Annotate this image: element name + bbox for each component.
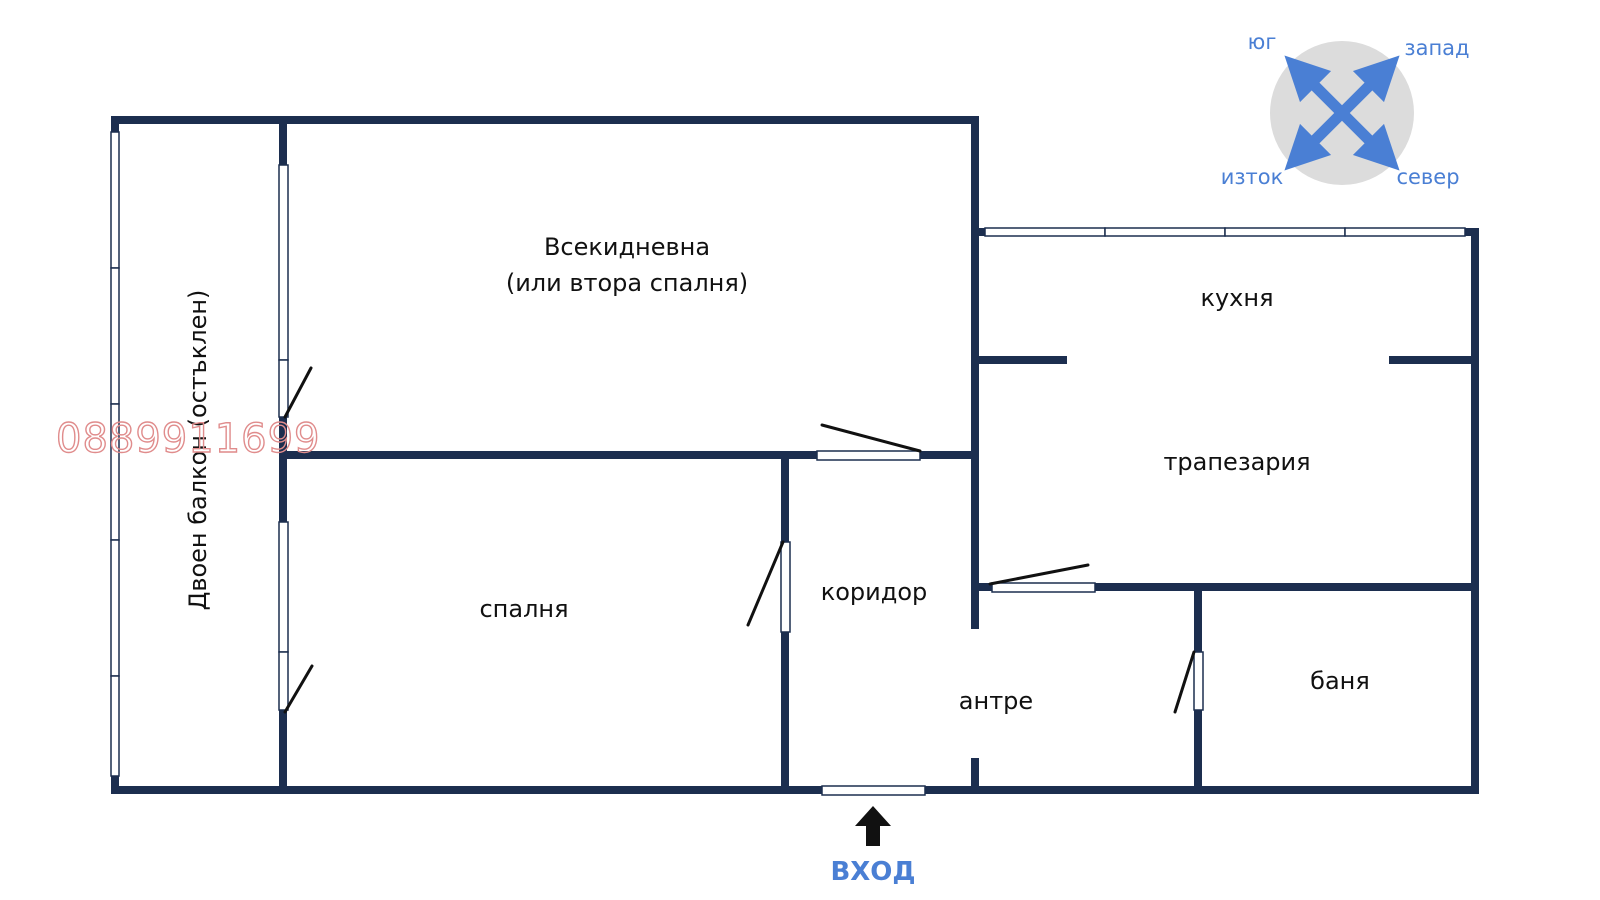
window [1104,227,1226,237]
compass-west-label: запад [1404,36,1469,60]
door-bedroom [780,541,791,633]
compass: юг запад изток север [1221,30,1470,189]
door-swing-bedroom [746,540,785,627]
window [110,131,120,269]
dining-label: трапезария [1163,448,1310,476]
kitchen-label: кухня [1200,284,1273,312]
compass-east-label: изток [1221,165,1284,189]
window [110,539,120,677]
doors [780,450,1204,796]
door-living [816,450,921,461]
door-dining [991,582,1096,593]
hall-label: антре [959,687,1033,715]
living-room-label-2: (или втора спалня) [506,269,748,297]
door-swing-balcony-upper [283,366,313,419]
door-bathroom [1193,651,1204,711]
compass-north-label: север [1396,165,1459,189]
door-swing-bathroom [1173,650,1196,714]
compass-cross-arrows-icon [1284,55,1400,171]
entrance: ВХОД [830,806,916,887]
window [1224,227,1346,237]
balcony-windows [110,131,120,777]
watermark-phone: 0889911699 [56,416,321,462]
bedroom-label: спалня [479,595,568,623]
window [1344,227,1466,237]
window [110,675,120,777]
balcony-door [278,359,289,418]
window [278,164,289,361]
door-entrance [821,785,926,796]
arrow-up-icon [855,806,891,846]
door-swing-living [820,423,922,453]
compass-south-label: юг [1248,30,1277,54]
door-swing-balcony-lower [283,664,314,714]
balcony-inner-openings [278,164,289,711]
balcony-door [278,651,289,711]
window [278,521,289,653]
corridor-label: коридор [821,578,928,606]
entrance-label: ВХОД [830,857,915,887]
door-swings [283,366,1196,714]
kitchen-windows [984,227,1466,237]
living-room-label-1: Всекидневна [544,233,710,261]
bathroom-label: баня [1310,667,1370,695]
door-swing-dining [988,563,1090,586]
compass-arrow-diagonal-2 [1284,55,1400,171]
window [984,227,1106,237]
balcony-label: Двоен балкон (остъклен) [184,290,212,611]
window [110,267,120,405]
